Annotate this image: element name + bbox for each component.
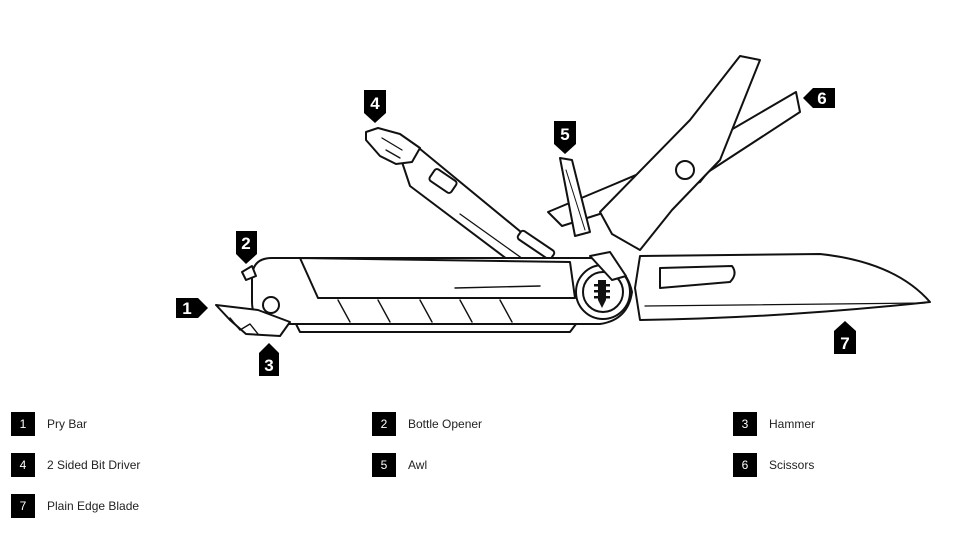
legend-item-scissors: 6 Scissors bbox=[733, 453, 814, 477]
legend-item-awl: 5 Awl bbox=[372, 453, 427, 477]
callout-marker-7 bbox=[834, 321, 856, 354]
legend-badge: 2 bbox=[372, 412, 396, 436]
bottle-opener bbox=[241, 265, 257, 281]
pry-bar-hammer bbox=[215, 304, 291, 337]
callout-marker-5-number: 5 bbox=[560, 125, 569, 144]
callout-marker-6-number: 6 bbox=[817, 89, 826, 108]
plain-edge-blade bbox=[634, 253, 931, 321]
legend-label: Bottle Opener bbox=[408, 417, 483, 431]
awl bbox=[559, 157, 591, 237]
legend-item-bit-driver: 4 2 Sided Bit Driver bbox=[11, 453, 140, 477]
callout-marker-4 bbox=[364, 90, 386, 123]
legend-label: 2 Sided Bit Driver bbox=[47, 458, 141, 472]
scissors bbox=[547, 55, 801, 251]
legend-label: Awl bbox=[408, 458, 428, 472]
legend-label: Plain Edge Blade bbox=[47, 499, 140, 513]
callout-marker-1-number: 1 bbox=[182, 299, 191, 318]
legend-label: Pry Bar bbox=[47, 417, 88, 431]
legend-badge: 4 bbox=[11, 453, 35, 477]
legend-item-pry-bar: 1 Pry Bar bbox=[11, 412, 87, 436]
callout-marker-5 bbox=[554, 121, 576, 154]
callout-marker-3 bbox=[259, 343, 279, 376]
callout-marker-1 bbox=[176, 298, 208, 318]
callout-marker-4-number: 4 bbox=[370, 94, 380, 113]
legend-item-bottle-opener: 2 Bottle Opener bbox=[372, 412, 482, 436]
legend-label: Scissors bbox=[769, 458, 815, 472]
legend-badge: 6 bbox=[733, 453, 757, 477]
legend-item-plain-edge-blade: 7 Plain Edge Blade bbox=[11, 494, 139, 518]
legend-item-hammer: 3 Hammer bbox=[733, 412, 815, 436]
handle bbox=[251, 257, 633, 333]
multitool-diagram: 1 2 3 4 5 6 7 bbox=[176, 55, 931, 376]
pivot-clip bbox=[589, 251, 627, 281]
callout-marker-2-number: 2 bbox=[241, 234, 250, 253]
gerber-logo-icon bbox=[594, 280, 610, 308]
callout-marker-6 bbox=[803, 88, 835, 108]
legend-badge: 5 bbox=[372, 453, 396, 477]
legend-badge: 7 bbox=[11, 494, 35, 518]
callout-marker-2 bbox=[236, 231, 257, 264]
legend-badge: 1 bbox=[11, 412, 35, 436]
legend-badge: 3 bbox=[733, 412, 757, 436]
callout-marker-7-number: 7 bbox=[840, 334, 849, 353]
legend-label: Hammer bbox=[769, 417, 816, 431]
callout-marker-3-number: 3 bbox=[264, 356, 273, 375]
